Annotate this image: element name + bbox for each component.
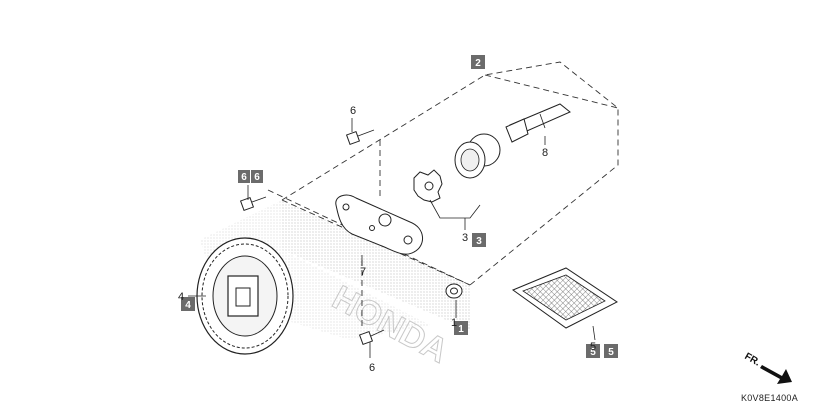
part-tag[interactable]: 5 <box>586 344 600 358</box>
svg-text:3: 3 <box>476 236 482 247</box>
pump-cover-icon[interactable] <box>335 194 423 255</box>
part-tag[interactable]: 6 <box>251 170 263 183</box>
part-tag[interactable]: 6 <box>238 170 250 183</box>
callout-label: 1 <box>451 317 457 329</box>
part-tag[interactable]: 2 <box>471 55 485 69</box>
part-tag[interactable]: 1 <box>454 321 468 335</box>
bolt-icon[interactable] <box>358 329 385 346</box>
part-tag[interactable]: 3 <box>472 233 486 247</box>
oil-pump-gear-icon[interactable] <box>196 237 294 355</box>
part-tag[interactable]: 4 <box>181 297 195 311</box>
oil-strainer-screen-icon[interactable] <box>511 267 618 329</box>
part-tag[interactable]: 5 <box>604 344 618 358</box>
bolt-icon[interactable] <box>239 196 267 212</box>
callout-label: 4 <box>178 291 184 303</box>
pump-shaft-icon[interactable] <box>505 103 571 143</box>
inner-rotor-icon[interactable] <box>413 169 443 203</box>
outer-rotor-icon[interactable] <box>454 133 501 179</box>
svg-text:6: 6 <box>241 172 247 183</box>
bolt-icon[interactable] <box>345 129 375 146</box>
diagram-code: K0V8E1400A <box>741 393 798 403</box>
arrow-right-icon <box>760 365 792 384</box>
callout-label: 5 <box>590 341 596 353</box>
svg-text:5: 5 <box>590 347 596 358</box>
callout-label: 6 <box>350 105 356 117</box>
svg-text:5: 5 <box>608 347 614 358</box>
front-direction-indicator: FR. <box>743 351 792 384</box>
callout-label: 6 <box>369 362 375 374</box>
callout-label: 3 <box>462 232 468 244</box>
svg-text:1: 1 <box>458 324 464 335</box>
svg-text:FR.: FR. <box>743 351 763 369</box>
washer-icon[interactable] <box>445 283 463 299</box>
leader-lines <box>188 118 596 358</box>
callout-label: 8 <box>542 147 548 159</box>
callout-label: 7 <box>360 266 366 278</box>
svg-text:4: 4 <box>185 300 191 311</box>
svg-text:6: 6 <box>254 172 260 183</box>
svg-text:2: 2 <box>475 58 481 69</box>
